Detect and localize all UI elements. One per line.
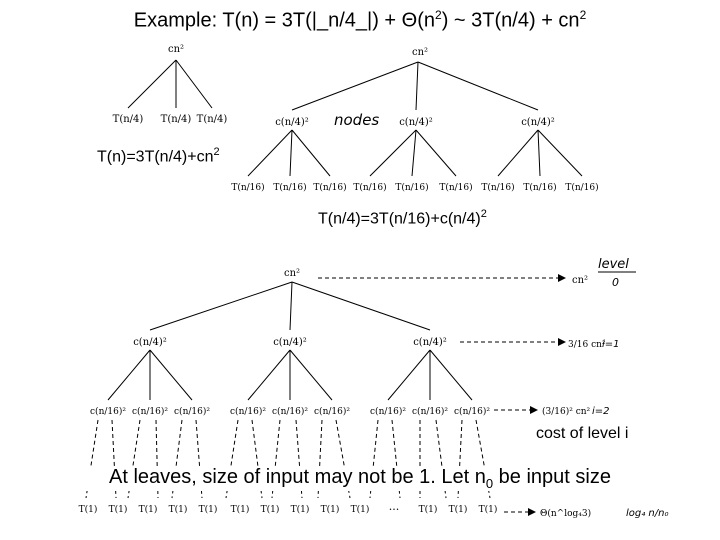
tree3-low: c(n/16)² (230, 406, 266, 417)
level-cost: cn² (572, 275, 588, 286)
tree3-bottom-leaf: T(1) (479, 504, 498, 515)
level-index: 0 (612, 276, 619, 289)
tree3-bottom-leaf: T(1) (199, 504, 218, 515)
tree3-mid: c(n/4)² (133, 337, 167, 348)
title-mid: (n (417, 9, 436, 32)
tree3-bottom-leaf: T(1) (321, 504, 340, 515)
level-index: i=1 (602, 339, 620, 350)
tree3-bottom-leaf: T(1) (261, 504, 280, 515)
recurrence-1-text: T(n)=3T(n/4)+cn (97, 148, 214, 166)
title-sup2: 2 (579, 8, 587, 22)
recurrence-caption-2: T(n/4)=3T(n/16)+c(n/4)2 (318, 208, 487, 228)
tree2-mid: c(n/4)² (399, 117, 433, 128)
tree2-leaf: T(n/16) (353, 182, 386, 193)
leaves-caption: At leaves, size of input may not be 1. L… (0, 466, 720, 491)
level-cost: 3/16 cn² (568, 340, 606, 350)
recurrence-caption-1: T(n)=3T(n/4)+cn2 (97, 146, 220, 166)
tree2-leaf: T(n/16) (273, 182, 306, 193)
tree3-low: c(n/16)² (370, 406, 406, 417)
tree2-leaf: T(n/16) (481, 182, 514, 193)
tree2-leaf: T(n/16) (439, 182, 472, 193)
tree2-edges (247, 61, 583, 177)
tree3-bottom-leaf: T(1) (351, 504, 370, 515)
tree3-mid: c(n/4)² (273, 337, 307, 348)
tree3-low: c(n/16)² (272, 406, 308, 417)
tree3-low: c(n/16)² (174, 406, 210, 417)
tree3-low: c(n/16)² (412, 406, 448, 417)
tree3-bottom-leaf: T(1) (449, 504, 468, 515)
tree3-low: c(n/16)² (454, 406, 490, 417)
tree1-leaf: T(n/4) (113, 114, 144, 125)
title-theta: Θ (401, 9, 418, 32)
tree1-leaf: T(n/4) (161, 114, 192, 125)
tree1 (127, 59, 213, 109)
leaves-caption-pre: At leaves, size of input may not be 1. L… (109, 466, 486, 488)
tree2-nodes-annotation: nodes (334, 111, 379, 129)
title-sup1: 2 (435, 8, 442, 22)
tree1-leaf: T(n/4) (197, 114, 228, 125)
tree3-low: c(n/16)² (314, 406, 350, 417)
level-cost-caption: cost of level i (536, 425, 629, 442)
tree3-ellipsis: ... (389, 500, 400, 513)
recurrence-2-text: T(n/4)=3T(n/16)+c(n/4) (318, 210, 481, 228)
leaf-cost: Θ(n^log₄3) (540, 508, 591, 519)
level-arrows (318, 277, 560, 513)
tree3-low: c(n/16)² (132, 406, 168, 417)
tree3-bottom-leaf: T(1) (419, 504, 438, 515)
leaves-caption-post: be input size (493, 466, 611, 488)
title-rest: ) ~ 3T(n/4) + cn (441, 9, 580, 32)
tree2-leaf: T(n/16) (523, 182, 556, 193)
tree3-root: cn² (284, 268, 300, 279)
recurrence-1-sup: 2 (213, 146, 220, 158)
tree3-bottom-leaf: T(1) (139, 504, 158, 515)
tree3-bottom-leaf: T(1) (109, 504, 128, 515)
level-index: i=2 (592, 406, 610, 417)
tree2-mid: c(n/4)² (275, 117, 309, 128)
slide-title: Example: T(n) = 3T(|_n/4_|) + Θ(n2) ~ 3T… (0, 8, 720, 33)
tree2-mid: c(n/4)² (521, 117, 555, 128)
tree2-root: cn² (412, 47, 428, 58)
tree3-low: c(n/16)² (90, 406, 126, 417)
arrow-heads (528, 274, 566, 516)
tree2-leaf: T(n/16) (313, 182, 346, 193)
title-prefix: Example: T(n) = 3T(|_n/4_|) + (133, 9, 402, 32)
tree3-bottom-leaf: T(1) (79, 504, 98, 515)
tree2-leaf: T(n/16) (231, 182, 264, 193)
tree2-leaf: T(n/16) (565, 182, 598, 193)
recurrence-2-sup: 2 (480, 208, 487, 220)
leaf-level: log₄ n/n₀ (626, 508, 669, 519)
level-header: level (598, 257, 629, 272)
leaves-caption-sub: 0 (485, 476, 494, 491)
level-cost: (3/16)² cn² (542, 406, 591, 417)
tree2-leaf: T(n/16) (395, 182, 428, 193)
tree3-bottom-leaf: T(1) (169, 504, 188, 515)
tree3-bottom-leaf: T(1) (231, 504, 250, 515)
tree3-bottom-leaf: T(1) (291, 504, 310, 515)
tree1-root: cn² (168, 44, 184, 55)
tree3-edges (107, 281, 473, 401)
tree3-mid: c(n/4)² (413, 337, 447, 348)
